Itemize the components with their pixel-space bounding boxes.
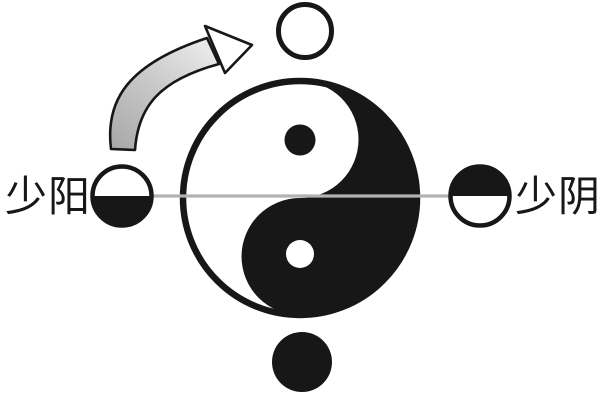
right-node-half-circle-icon: [448, 164, 512, 228]
taiji-outline-ring: [179, 77, 421, 319]
taiji-yin-half: [241, 81, 417, 315]
clockwise-arrow-icon: [108, 24, 254, 152]
top-node-white-circle-icon: [276, 2, 334, 60]
arrow-head: [203, 24, 254, 75]
right-node-black-top-half: [450, 166, 510, 196]
yang-seed-dot: [286, 240, 314, 268]
left-node-outline: [90, 164, 154, 228]
bottom-node-black-circle-icon: [272, 332, 332, 392]
left-node-half-circle-icon: [90, 164, 154, 228]
right-node-outline: [448, 164, 512, 228]
label-shaoyin: 少阴: [514, 175, 600, 221]
yin-seed-dot: [284, 124, 316, 156]
label-shaoyang: 少阳: [4, 175, 91, 221]
left-node-black-bottom-half: [92, 196, 152, 226]
yin-yang-symbol: [179, 77, 421, 319]
arrow-band: [108, 36, 221, 152]
